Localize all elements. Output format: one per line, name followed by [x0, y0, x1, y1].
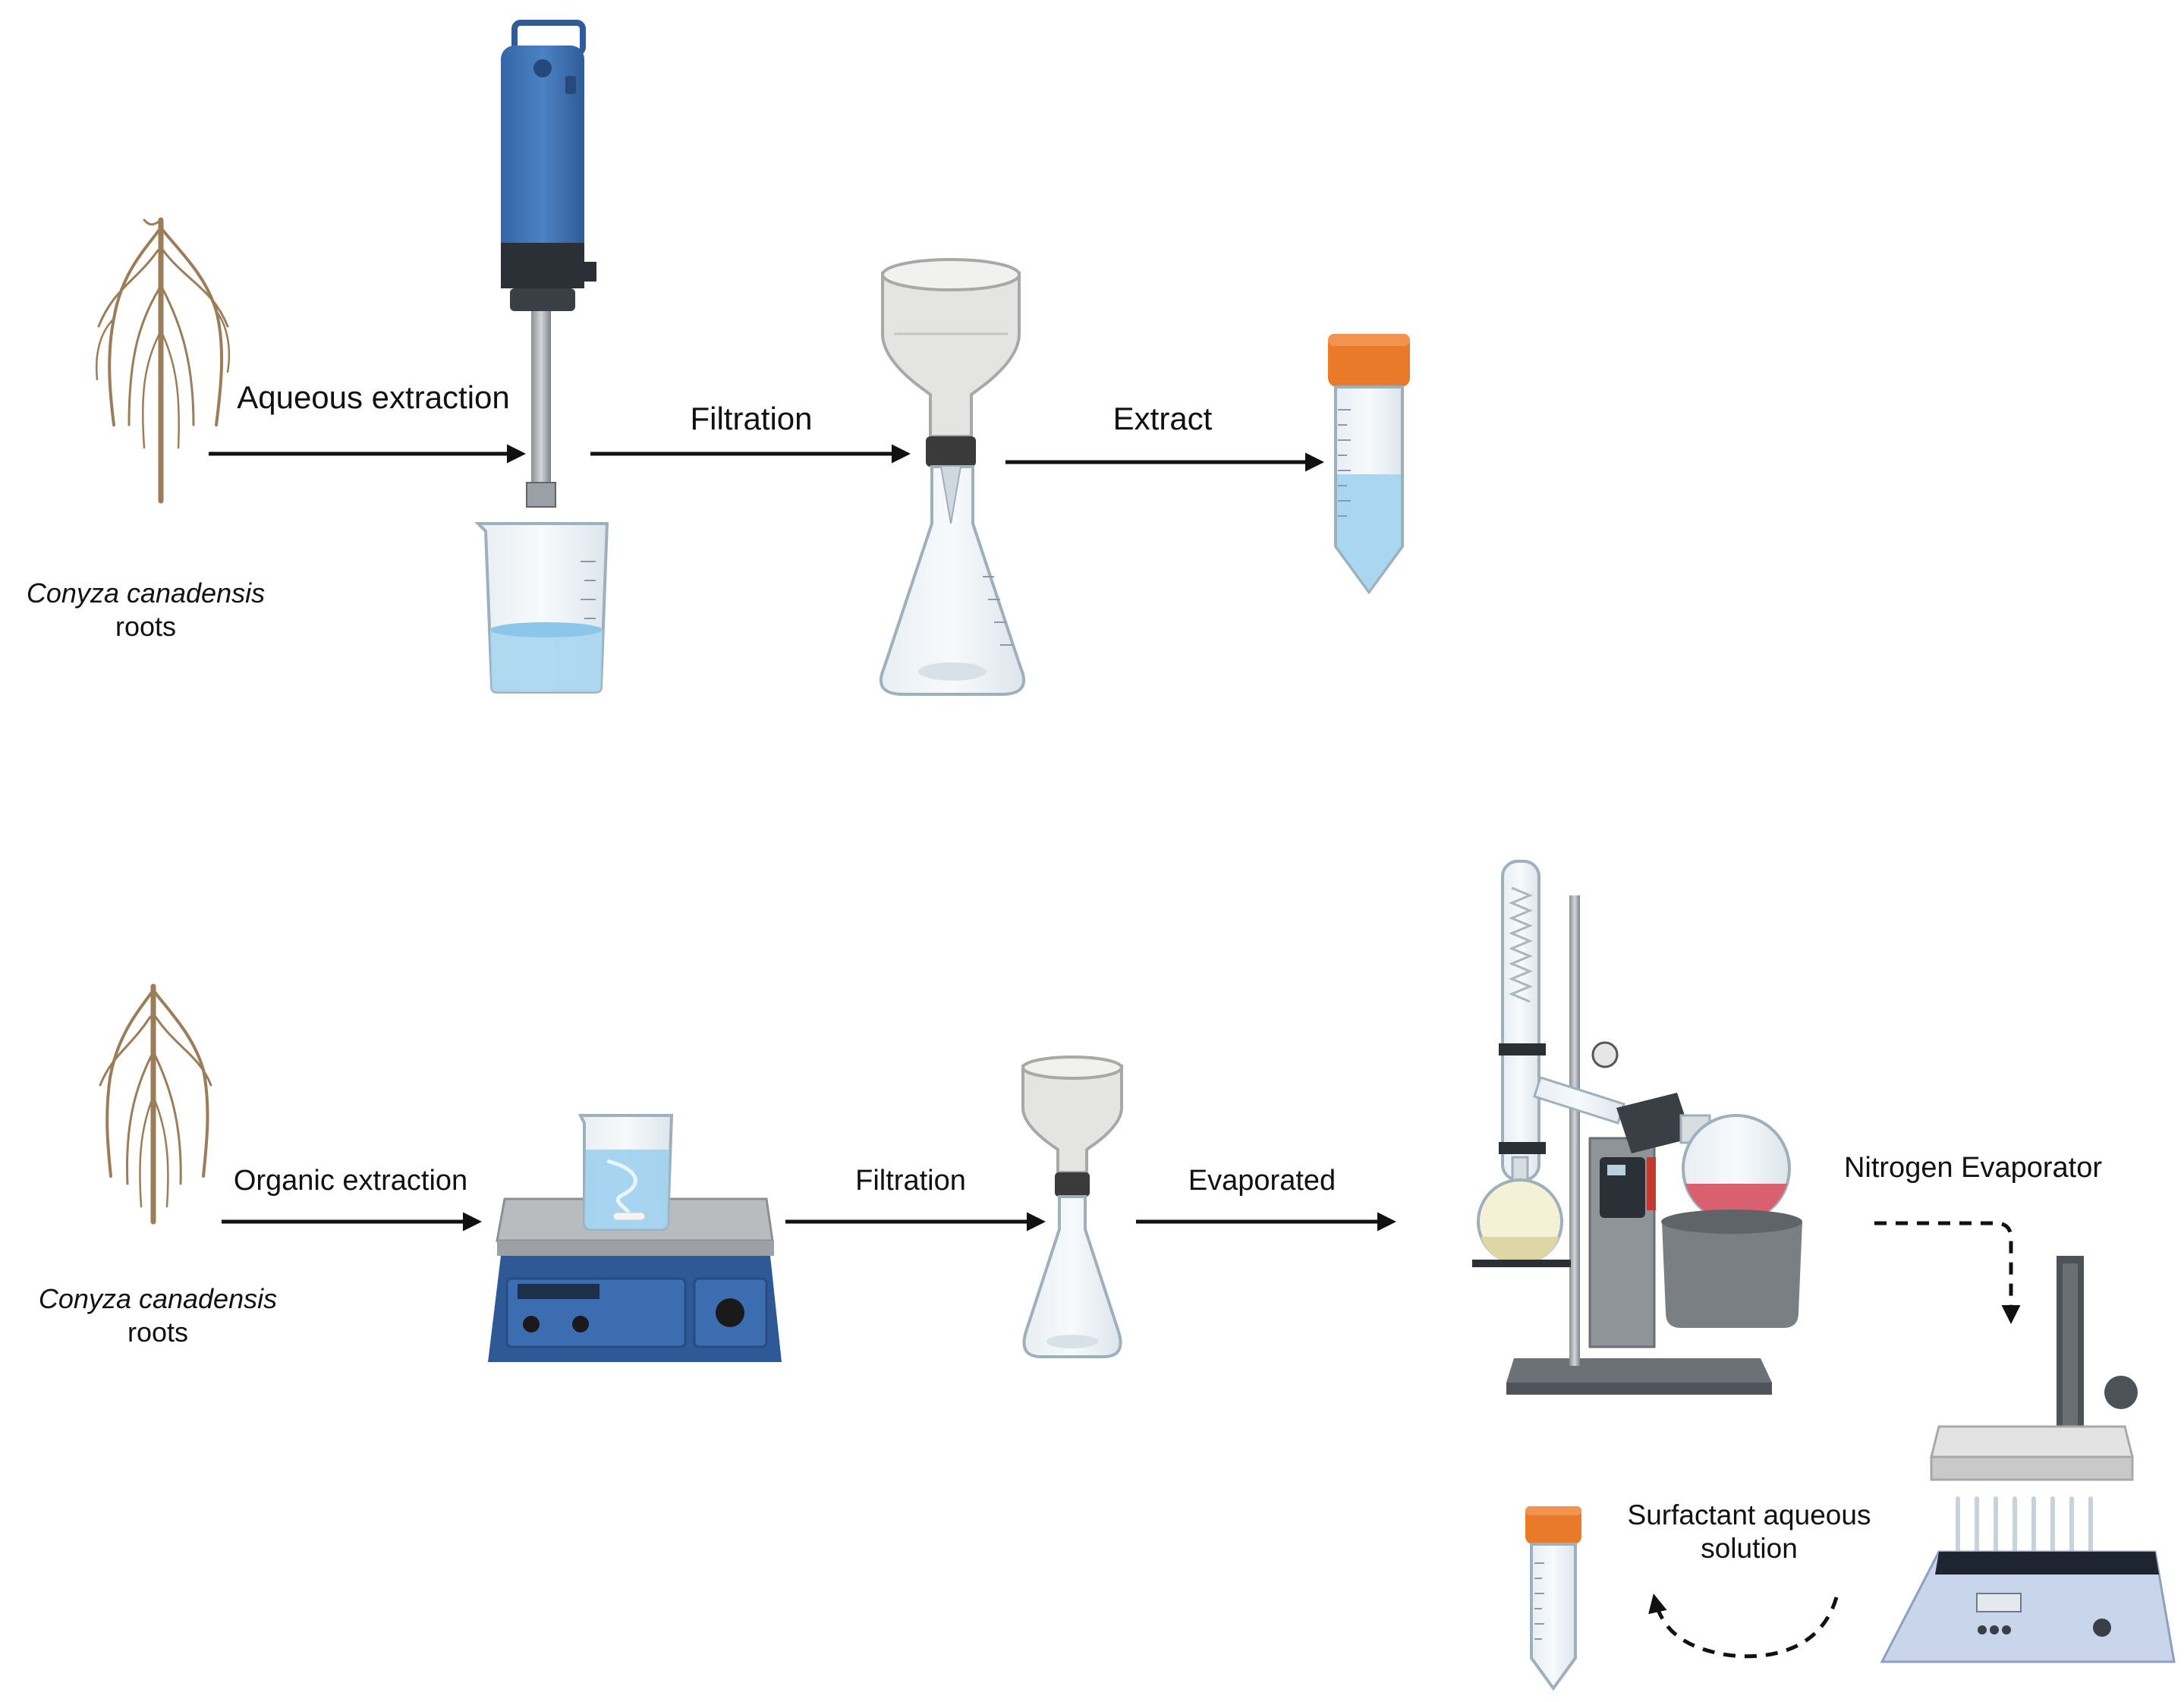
filter-flask-icon — [880, 258, 1025, 696]
label-nitrogen-evaporator: Nitrogen Evaporator — [1843, 1152, 2103, 1184]
falcon-tube-icon — [1525, 1506, 1581, 1691]
rotary-evaporator-icon — [1472, 860, 1802, 1395]
label-extract: Extract — [1112, 401, 1213, 436]
label-filtration-top: Filtration — [690, 401, 813, 436]
arrow-to-surfactant-solution — [1648, 1593, 1839, 1659]
label-evaporated: Evaporated — [1188, 1165, 1336, 1197]
homogenizer-icon — [501, 20, 596, 508]
plant-part: roots — [127, 1317, 189, 1348]
species-name: Conyza canadensis — [26, 577, 266, 609]
nitrogen-evaporator-icon — [1880, 1256, 2176, 1663]
label-filtration-bottom: Filtration — [855, 1165, 966, 1197]
species-name: Conyza canadensis — [38, 1283, 278, 1314]
label-surfactant-solution: Surfactant aqueous solution — [1627, 1499, 1871, 1564]
plant-part: roots — [115, 611, 177, 642]
beaker-icon — [474, 522, 609, 694]
arrow-to-nitrogen-evaporator — [1874, 1221, 2021, 1324]
root-icon — [99, 983, 212, 1225]
magnetic-stirrer-icon — [488, 1114, 782, 1362]
root-icon — [95, 217, 231, 504]
falcon-tube-icon — [1328, 334, 1410, 595]
plant-caption-bottom: Conyza canadensis roots — [39, 1282, 277, 1349]
plant-caption-top: Conyza canadensis roots — [27, 577, 265, 643]
label-organic-extraction: Organic extraction — [233, 1165, 468, 1197]
label-aqueous-extraction: Aqueous extraction — [237, 379, 510, 415]
filter-flask-icon — [1021, 1055, 1123, 1358]
